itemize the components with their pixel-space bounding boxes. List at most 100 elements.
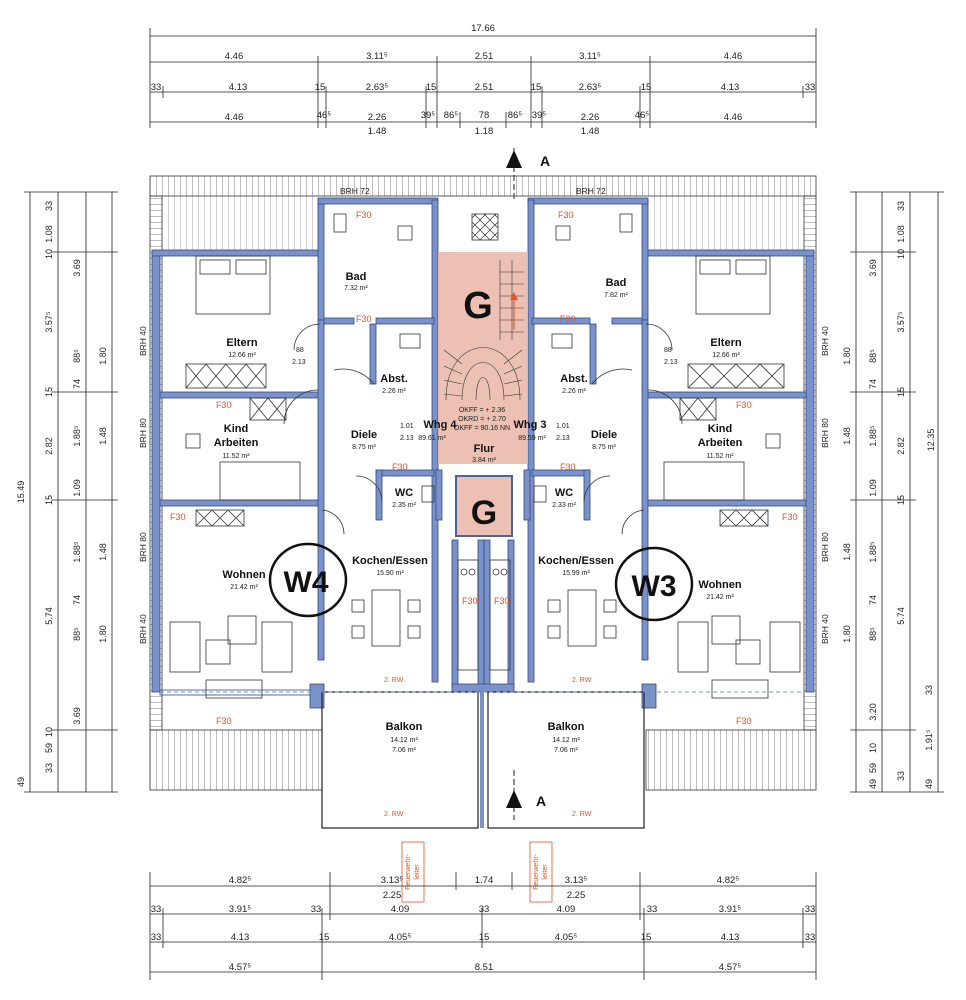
dim-bottom2-3: 33	[311, 904, 322, 915]
dim-right-1: 33	[896, 201, 906, 211]
dim-left-8: 15	[44, 387, 54, 397]
dim-right-total: 12.35	[926, 429, 936, 452]
room-wohnen-right-area: 21.42 m²	[706, 594, 734, 601]
opening-dim-88: 88	[664, 347, 672, 354]
room-eltern-left-area: 12.66 m²	[228, 352, 256, 359]
room-wc-left: WC	[395, 487, 413, 499]
room-kochen-right: Kochen/Essen	[538, 555, 614, 567]
dim-right-5: 3.57⁵	[896, 311, 906, 333]
room-diele-right: Diele	[591, 429, 617, 441]
opening-dim-101: 1.01	[556, 423, 570, 430]
feuerwehr-left-1: Feuerwehr-	[405, 853, 412, 889]
dim-right-11: 1.88⁵	[868, 425, 878, 447]
dim-left-18: 5.74	[44, 607, 54, 625]
brh-right-3: BRH 80	[820, 532, 830, 562]
room-balkon-left-area1: 14.12 m²	[390, 737, 418, 744]
opening-dim-213: 2.13	[664, 359, 678, 366]
dim-top2-5: 15	[426, 82, 437, 93]
dim-bottom3-6: 4.05⁵	[555, 932, 577, 943]
f30-label: F30	[170, 512, 186, 522]
dim-left-16: 1.48	[98, 543, 108, 561]
dim-left-15: 1.88⁵	[72, 541, 82, 563]
room-balkon-right-area1: 14.12 m²	[552, 737, 580, 744]
roof-hatching	[149, 175, 817, 791]
rooms-left: Bad 7.32 m² Eltern 12.66 m² Abst. 2.26 m…	[214, 271, 458, 754]
room-abst-left-area: 2.26 m²	[382, 388, 406, 395]
right-dimension-labels: 12.35 33 1.08 10 3.69 3.57⁵ 88⁵ 1.80 74 …	[842, 201, 936, 789]
room-kind-left-area: 11.52 m²	[222, 453, 250, 460]
dim-top-2: 3.11⁵	[366, 51, 388, 62]
f30-label: F30	[782, 512, 798, 522]
dim-top2-2: 4.13	[229, 82, 248, 93]
dim-right-4: 3.69	[868, 259, 878, 277]
f30-label: F30	[356, 210, 372, 220]
room-kind-right-1: Kind	[708, 423, 732, 435]
brh-right-2: BRH 80	[820, 418, 830, 448]
dim-right-22: 33	[924, 685, 934, 695]
room-wc-left-area: 2.35 m²	[392, 502, 416, 509]
room-kind-right-area: 11.52 m²	[706, 453, 734, 460]
apartment-whg4: Whg 4	[424, 419, 458, 431]
room-abst-right: Abst.	[560, 373, 588, 385]
dim-bottom1-3: 1.74	[475, 875, 494, 886]
stair-level-1: OKFF = + 2.36	[459, 407, 505, 414]
fire-ladder-labels: Feuerwehr- leiter Feuerwehr- leiter	[401, 841, 553, 903]
dim-bottom1-sub-1: 2.25	[383, 890, 402, 901]
section-marker-top: A	[506, 148, 550, 200]
dim-top2-6: 2.51	[475, 82, 494, 93]
room-bad-right: Bad	[606, 277, 627, 289]
dim-right-24: 59	[868, 763, 878, 773]
dim-top3-2: 46⁵	[317, 110, 332, 121]
dim-left-21: 3.69	[72, 707, 82, 725]
dim-bottom2-4: 4.09	[391, 904, 410, 915]
room-kochen-left-area: 15.90 m²	[376, 570, 404, 577]
dim-bottom4-3: 4.57⁵	[719, 962, 741, 973]
dim-bottom3-5: 15	[479, 932, 490, 943]
dim-left-14: 15	[44, 495, 54, 505]
rooms-right: Bad 7.82 m² Eltern 12.66 m² Abst. 2.26 m…	[514, 277, 743, 754]
flur-area: 3.84 m²	[472, 457, 496, 464]
f30-label: F30	[558, 210, 574, 220]
brh-top-left: BRH 72	[340, 186, 370, 196]
f30-label: F30	[392, 462, 408, 472]
room-eltern-right: Eltern	[710, 337, 741, 349]
apartment-whg3: Whg 3	[514, 419, 547, 431]
dim-left-3: 10	[44, 249, 54, 259]
dim-bottom3-2: 4.13	[231, 932, 250, 943]
room-kind-left-2: Arbeiten	[214, 437, 259, 449]
room-diele-right-area: 8.75 m²	[592, 444, 616, 451]
brh-left-4: BRH 40	[138, 614, 148, 644]
room-abst-right-area: 2.26 m²	[562, 388, 586, 395]
dim-top2-9: 15	[641, 82, 652, 93]
dim-right-23: 10	[868, 743, 878, 753]
dim-right-9: 15	[896, 387, 906, 397]
dim-bottom3-9: 33	[805, 932, 816, 943]
dim-left-24: 33	[44, 763, 54, 773]
dim-left-25: 49	[16, 777, 26, 787]
room-wohnen-left: Wohnen	[222, 569, 265, 581]
left-dimensions	[24, 191, 118, 793]
section-label-top: A	[540, 153, 550, 169]
dim-right-18: 5.74	[896, 607, 906, 625]
dim-left-5: 3.57⁵	[44, 311, 54, 333]
room-diele-left-area: 8.75 m²	[352, 444, 376, 451]
dim-right-16: 1.48	[842, 543, 852, 561]
room-eltern-right-area: 12.66 m²	[712, 352, 740, 359]
dim-right-21: 3.20	[868, 703, 878, 721]
f30-label: F30	[462, 596, 478, 606]
bottom-dimensions: 4.82⁵ 3.13⁵ 1.74 3.13⁵ 4.82⁵ 2.25 2.25 3…	[149, 872, 817, 980]
dim-bottom2-8: 3.91⁵	[719, 904, 741, 915]
dim-right-26: 33	[896, 771, 906, 781]
dim-bottom2-7: 33	[647, 904, 658, 915]
opening-dim-213: 2.13	[400, 435, 414, 442]
dim-left-19: 88⁵	[72, 627, 82, 641]
dim-top-3: 2.51	[475, 51, 494, 62]
handwritten-marks: G G W4 W3	[268, 285, 694, 622]
dim-bottom4-1: 4.57⁵	[229, 962, 251, 973]
dim-right-2: 1.08	[896, 225, 906, 243]
stair-core: OKFF = + 2.36 OKRD = + 2.70 OKFF = 90.16…	[438, 213, 528, 537]
dim-top2-1: 33	[151, 82, 162, 93]
dim-right-7: 1.80	[842, 347, 852, 365]
dim-left-20: 1.80	[98, 625, 108, 643]
brh-right-1: BRH 40	[820, 326, 830, 356]
